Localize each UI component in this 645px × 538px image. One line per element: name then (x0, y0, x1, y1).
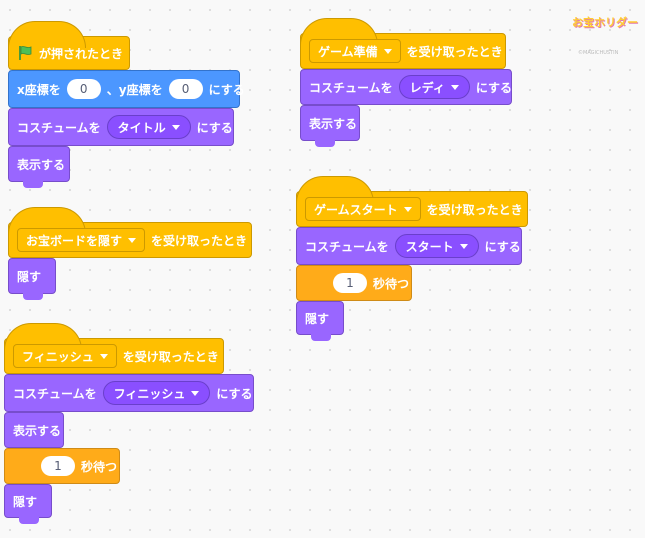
chevron-down-icon (128, 237, 137, 243)
switch-costume-block[interactable]: コスチュームを レディ にする (300, 69, 512, 105)
wait-seconds-input[interactable]: 1 (333, 273, 367, 293)
message-dropdown[interactable]: お宝ボードを隠す (17, 228, 146, 252)
message-dropdown[interactable]: ゲームスタート (305, 197, 421, 221)
hide-block[interactable]: 隠す (4, 484, 52, 524)
switch-costume-block[interactable]: コスチュームを スタート にする (296, 227, 522, 265)
when-receive-block[interactable]: ゲームスタート を受け取ったとき (296, 176, 528, 227)
costume-dropdown[interactable]: フィニッシュ (102, 381, 211, 405)
y-input[interactable]: 0 (168, 79, 203, 99)
switch-costume-block[interactable]: コスチュームを フィニッシュ にする (4, 374, 254, 412)
when-receive-block[interactable]: ゲーム準備 を受け取ったとき (300, 18, 506, 69)
message-dropdown[interactable]: フィニッシュ (13, 344, 117, 368)
show-block[interactable]: 表示する (8, 146, 70, 188)
chevron-down-icon (191, 390, 200, 396)
chevron-down-icon (99, 353, 108, 359)
wait-seconds-input[interactable]: 1 (41, 456, 75, 476)
wait-block[interactable]: 1 秒待つ (4, 448, 120, 484)
show-block[interactable]: 表示する (4, 412, 64, 448)
chevron-down-icon (403, 206, 412, 212)
chevron-down-icon (459, 243, 468, 249)
when-flag-clicked-block[interactable]: が押されたとき (8, 21, 130, 70)
message-dropdown[interactable]: ゲーム準備 (309, 39, 401, 63)
go-to-xy-block[interactable]: x座標を 0 、y座標を 0 にする (8, 70, 245, 108)
chevron-down-icon (450, 84, 459, 90)
hide-block[interactable]: 隠す (296, 301, 344, 341)
show-block[interactable]: 表示する (300, 105, 360, 147)
chevron-down-icon (383, 48, 392, 54)
when-receive-block[interactable]: フィニッシュ を受け取ったとき (4, 323, 224, 374)
switch-costume-block[interactable]: コスチュームを タイトル にする (8, 108, 234, 146)
costume-dropdown[interactable]: スタート (394, 234, 479, 258)
green-flag-icon (17, 45, 33, 61)
hide-block[interactable]: 隠す (8, 258, 56, 300)
logo-caption: ©MAGICHUSTIN (578, 50, 619, 56)
wait-block[interactable]: 1 秒待つ (296, 265, 412, 301)
when-receive-block[interactable]: お宝ボードを隠す を受け取ったとき (8, 207, 252, 258)
costume-dropdown[interactable]: タイトル (106, 115, 191, 139)
app-logo: お宝ホリダー (572, 16, 638, 29)
chevron-down-icon (171, 124, 180, 130)
x-input[interactable]: 0 (66, 79, 101, 99)
costume-dropdown[interactable]: レディ (398, 75, 470, 99)
